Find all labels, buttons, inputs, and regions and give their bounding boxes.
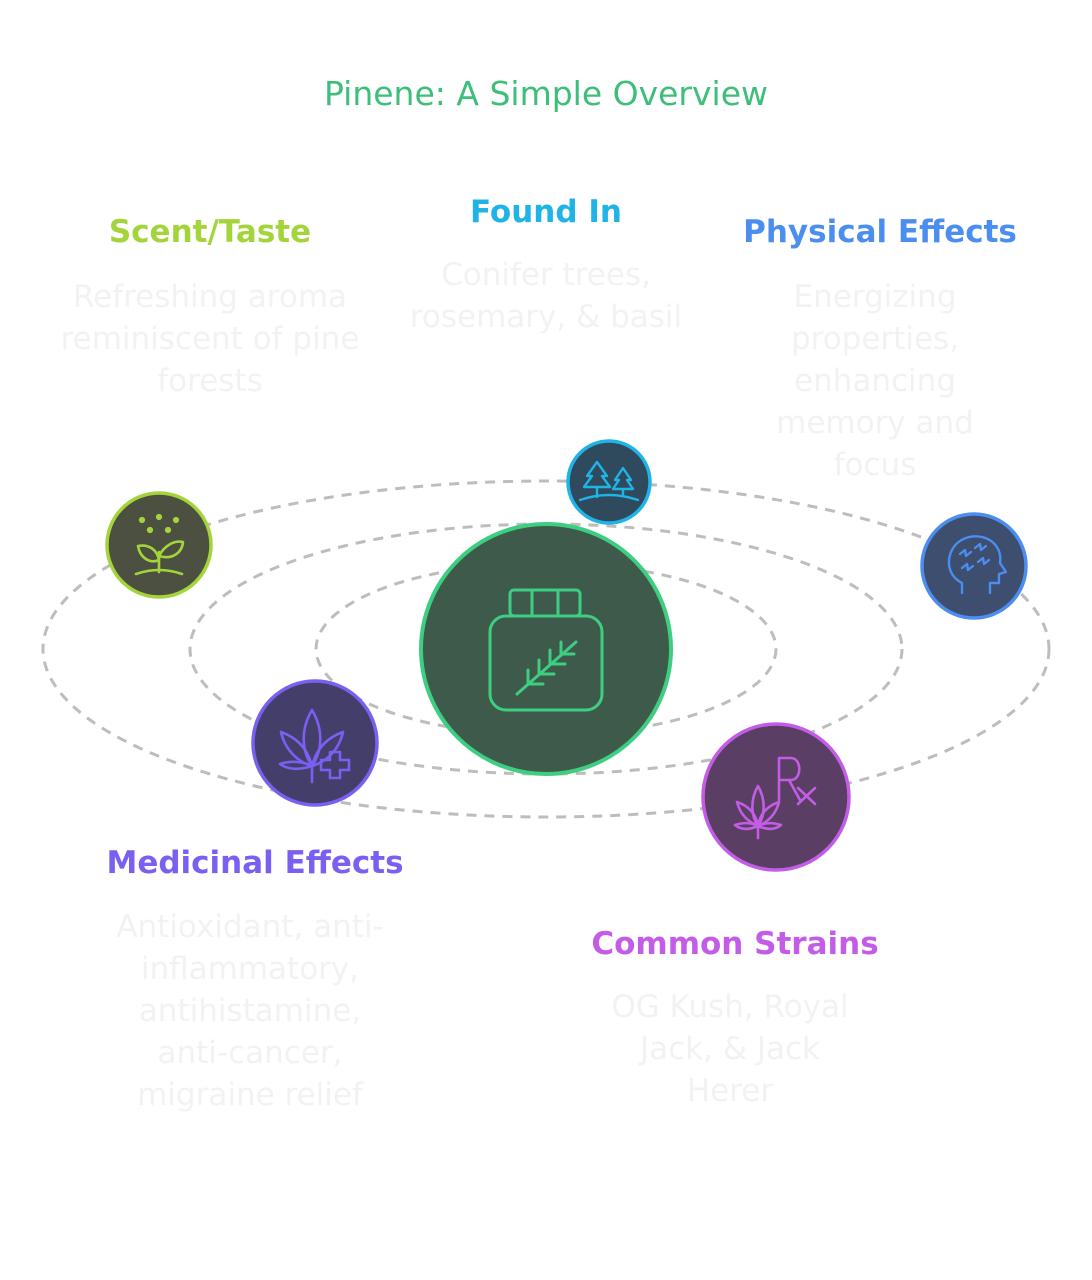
center-node <box>419 522 673 776</box>
description-found-in: Conifer trees, rosemary, & basil <box>409 257 683 335</box>
node-physical-effects <box>920 512 1028 620</box>
heading-common-strains: Common Strains <box>591 926 879 962</box>
cannabis-rx-icon <box>733 756 817 840</box>
heading-scent-taste: Scent/Taste <box>108 214 312 250</box>
head-energy-icon <box>947 535 1008 595</box>
heading-physical-effects: Physical Effects <box>743 214 1017 250</box>
herb-jar-icon <box>488 588 604 712</box>
pine-trees-icon <box>578 460 640 502</box>
node-common-strains <box>701 722 851 872</box>
diagram-title: Pinene: A Simple Overview <box>324 74 768 113</box>
heading-medicinal-effects: Medicinal Effects <box>106 845 404 881</box>
node-scent-taste <box>105 491 213 599</box>
heading-found-in: Found In <box>470 194 622 230</box>
cannabis-plus-icon <box>278 708 351 784</box>
description-physical-effects: Energizing properties, enhancing memory … <box>776 279 974 483</box>
node-medicinal-effects <box>251 679 379 807</box>
node-found-in <box>566 439 652 525</box>
orbit-outer <box>41 479 1051 819</box>
description-medicinal-effects: Antioxidant, anti-inflammatory, antihist… <box>116 909 384 1113</box>
description-common-strains: OG Kush, Royal Jack, & Jack Herer <box>611 989 849 1109</box>
description-scent-taste: Refreshing aroma reminiscent of pine for… <box>60 279 360 399</box>
sprouting-plant-icon <box>134 513 185 576</box>
